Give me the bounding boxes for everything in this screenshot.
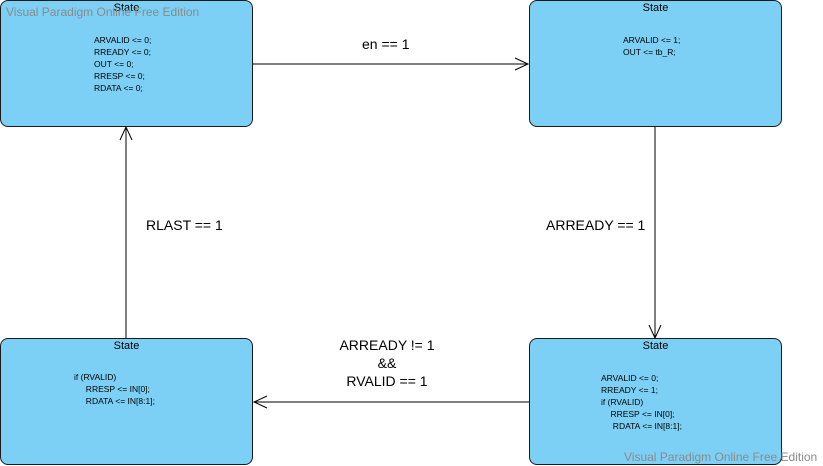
transition-label-rvalid: ARREADY != 1 && RVALID == 1 [339,337,435,389]
arrowhead-s4-to-s1 [119,125,133,141]
state-idle[interactable]: State ARVALID <= 0; RREADY <= 0; OUT <= … [0,0,253,127]
watermark-top: Visual Paradigm Online Free Edition [6,5,200,19]
state-title: State [642,340,669,352]
state-actions: ARVALID <= 1; OUT <= tb_R; [623,35,681,57]
arrowhead-s1-to-s2 [514,57,530,71]
transition-label-en: en == 1 [362,36,410,52]
state-address[interactable]: State ARVALID <= 1; OUT <= tb_R; [529,0,782,127]
state-title: State [113,2,140,14]
state-actions: ARVALID <= 0; RREADY <= 0; OUT <= 0; RRE… [94,35,152,93]
state-actions: if (RVALID) RRESP <= IN[0]; RDATA <= IN[… [74,372,155,406]
watermark-bottom: Visual Paradigm Online Free Edition [624,450,818,464]
state-title: State [642,2,669,14]
arrowhead-s3-to-s4 [252,395,268,409]
transition-label-arready: ARREADY == 1 [546,217,646,233]
transition-label-rlast: RLAST == 1 [146,217,223,233]
state-actions: ARVALID <= 0; RREADY <= 1; if (RVALID) R… [601,373,682,431]
state-read-data[interactable]: State if (RVALID) RRESP <= IN[0]; RDATA … [0,338,253,465]
state-read-wait[interactable]: State ARVALID <= 0; RREADY <= 1; if (RVA… [529,338,782,465]
state-title: State [113,340,140,352]
